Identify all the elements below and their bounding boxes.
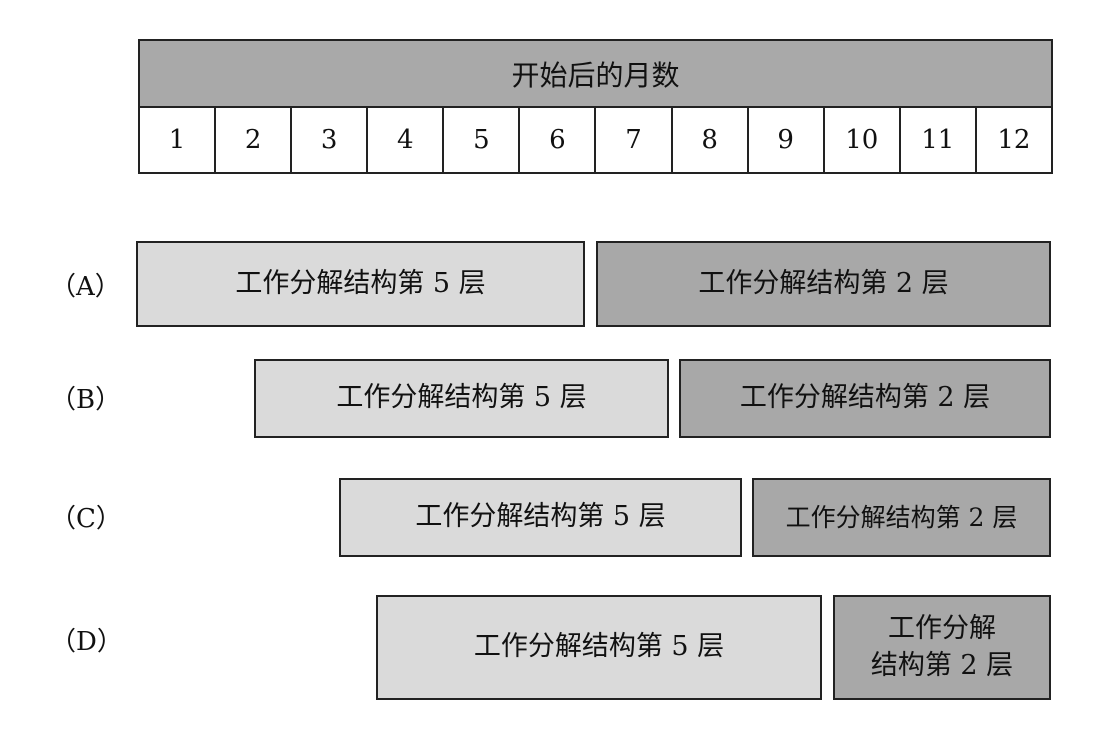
timeline-header: 开始后的月数: [138, 39, 1053, 108]
month-cell: 7: [596, 108, 673, 172]
month-cell: 1: [140, 108, 217, 172]
month-cell: 6: [520, 108, 597, 172]
bar-label: 工作分解结构第 5 层: [336, 382, 587, 414]
bar-label: 工作分解结构第 2 层: [739, 382, 991, 414]
option-a-level2-bar: 工作分解结构第 2 层: [596, 241, 1051, 327]
option-d-level2-bar: 工作分解 结构第 2 层: [833, 595, 1051, 700]
month-cell: 9: [749, 108, 825, 172]
option-c-level5-bar: 工作分解结构第 5 层: [339, 478, 742, 557]
month-cell: 11: [901, 108, 977, 172]
option-a-label: （A）: [50, 271, 121, 302]
bar-label: 工作分解结构第 5 层: [473, 631, 725, 663]
option-d-label: （D）: [50, 626, 123, 657]
bar-label: 工作分解结构第 5 层: [415, 501, 666, 533]
month-cell: 2: [216, 108, 293, 172]
option-d-level5-bar: 工作分解结构第 5 层: [376, 595, 822, 700]
bar-label: 工作分解结构第 2 层: [698, 267, 949, 299]
month-cell: 4: [368, 108, 445, 172]
bar-label: 工作分解结构第 2 层: [785, 502, 1018, 532]
month-cell: 3: [292, 108, 369, 172]
option-b-label: （B）: [50, 384, 122, 415]
bar-label-line1: 工作分解: [888, 613, 996, 645]
month-cell: 5: [444, 108, 521, 172]
month-cell: 10: [825, 108, 901, 172]
option-b-level5-bar: 工作分解结构第 5 层: [254, 359, 669, 438]
month-cell: 12: [997, 125, 1031, 155]
month-cell: 8: [673, 108, 749, 172]
bar-label: 工作分解结构第 5 层: [235, 267, 486, 299]
bar-label-line2: 结构第 2 层: [870, 649, 1014, 681]
option-c-label: （C）: [50, 503, 122, 534]
option-a-level5-bar: 工作分解结构第 5 层: [136, 241, 585, 327]
option-c-level2-bar: 工作分解结构第 2 层: [752, 478, 1051, 557]
timeline-header-title: 开始后的月数: [511, 58, 680, 92]
option-b-level2-bar: 工作分解结构第 2 层: [679, 359, 1051, 438]
month-row: 1 2 3 4 5 6 7 8 9 10 11 12: [138, 106, 1053, 174]
